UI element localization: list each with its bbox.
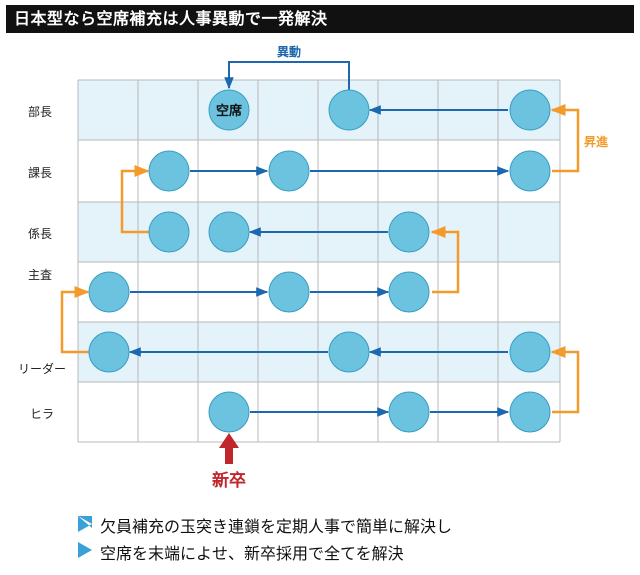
position-circles [88, 89, 551, 433]
row-label-kakaricho: 係長 [28, 227, 53, 241]
circle-kakaricho-2 [208, 211, 250, 253]
promo-shusa-kakaricho [430, 226, 460, 294]
promotion-label: 昇進 [584, 134, 609, 149]
circle-leader-2 [328, 331, 370, 373]
circle-kacho-1 [148, 150, 190, 192]
caption-2-icon [78, 542, 92, 558]
row-label-shusa: 主査 [28, 268, 53, 282]
promo-hira-leader [550, 346, 580, 414]
new-hire-arrow [219, 433, 239, 464]
circle-leader-3 [509, 331, 551, 373]
row-label-leader: リーダー [18, 362, 67, 376]
circle-hira-2 [388, 391, 430, 433]
grid [77, 79, 561, 443]
caption-2: 空席を末端によせ、新卒採用で全てを解決 [100, 544, 404, 563]
circle-bucho-2 [509, 89, 551, 131]
transfer-label: 異動 [277, 44, 301, 59]
circle-shusa-2 [268, 271, 310, 313]
transfer-arrows [128, 61, 510, 417]
circle-bucho-1 [328, 89, 370, 131]
arrow-transfer-top [224, 61, 350, 90]
circle-shusa-3 [388, 271, 430, 313]
vacancy-label: 空席 [216, 103, 242, 119]
circle-hira-3 [509, 391, 551, 433]
page-title: 日本型なら空席補充は人事異動で一発解決 [6, 5, 634, 33]
promo-kacho-bucho [550, 104, 580, 173]
circle-kacho-2 [268, 150, 310, 192]
caption-1: 欠員補充の玉突き連鎖を定期人事で簡単に解決し [100, 517, 453, 536]
promotion-arrows [60, 104, 580, 414]
circle-hira-1 [208, 391, 250, 433]
new-hire-label: 新卒 [212, 470, 246, 491]
row-label-hira: ヒラ [30, 407, 55, 421]
circle-kakaricho-1 [148, 211, 190, 253]
vacancy-circle [208, 89, 250, 131]
row-label-bucho: 部長 [28, 105, 53, 119]
promo-kakaricho-kacho [120, 165, 150, 234]
circle-shusa-1 [88, 271, 130, 313]
circle-kakaricho-3 [388, 211, 430, 253]
circle-leader-1 [88, 331, 130, 373]
row-label-kacho: 課長 [28, 166, 53, 180]
circle-kacho-3 [509, 150, 551, 192]
promo-leader-shusa [60, 286, 90, 354]
caption-1-icon [78, 516, 92, 532]
